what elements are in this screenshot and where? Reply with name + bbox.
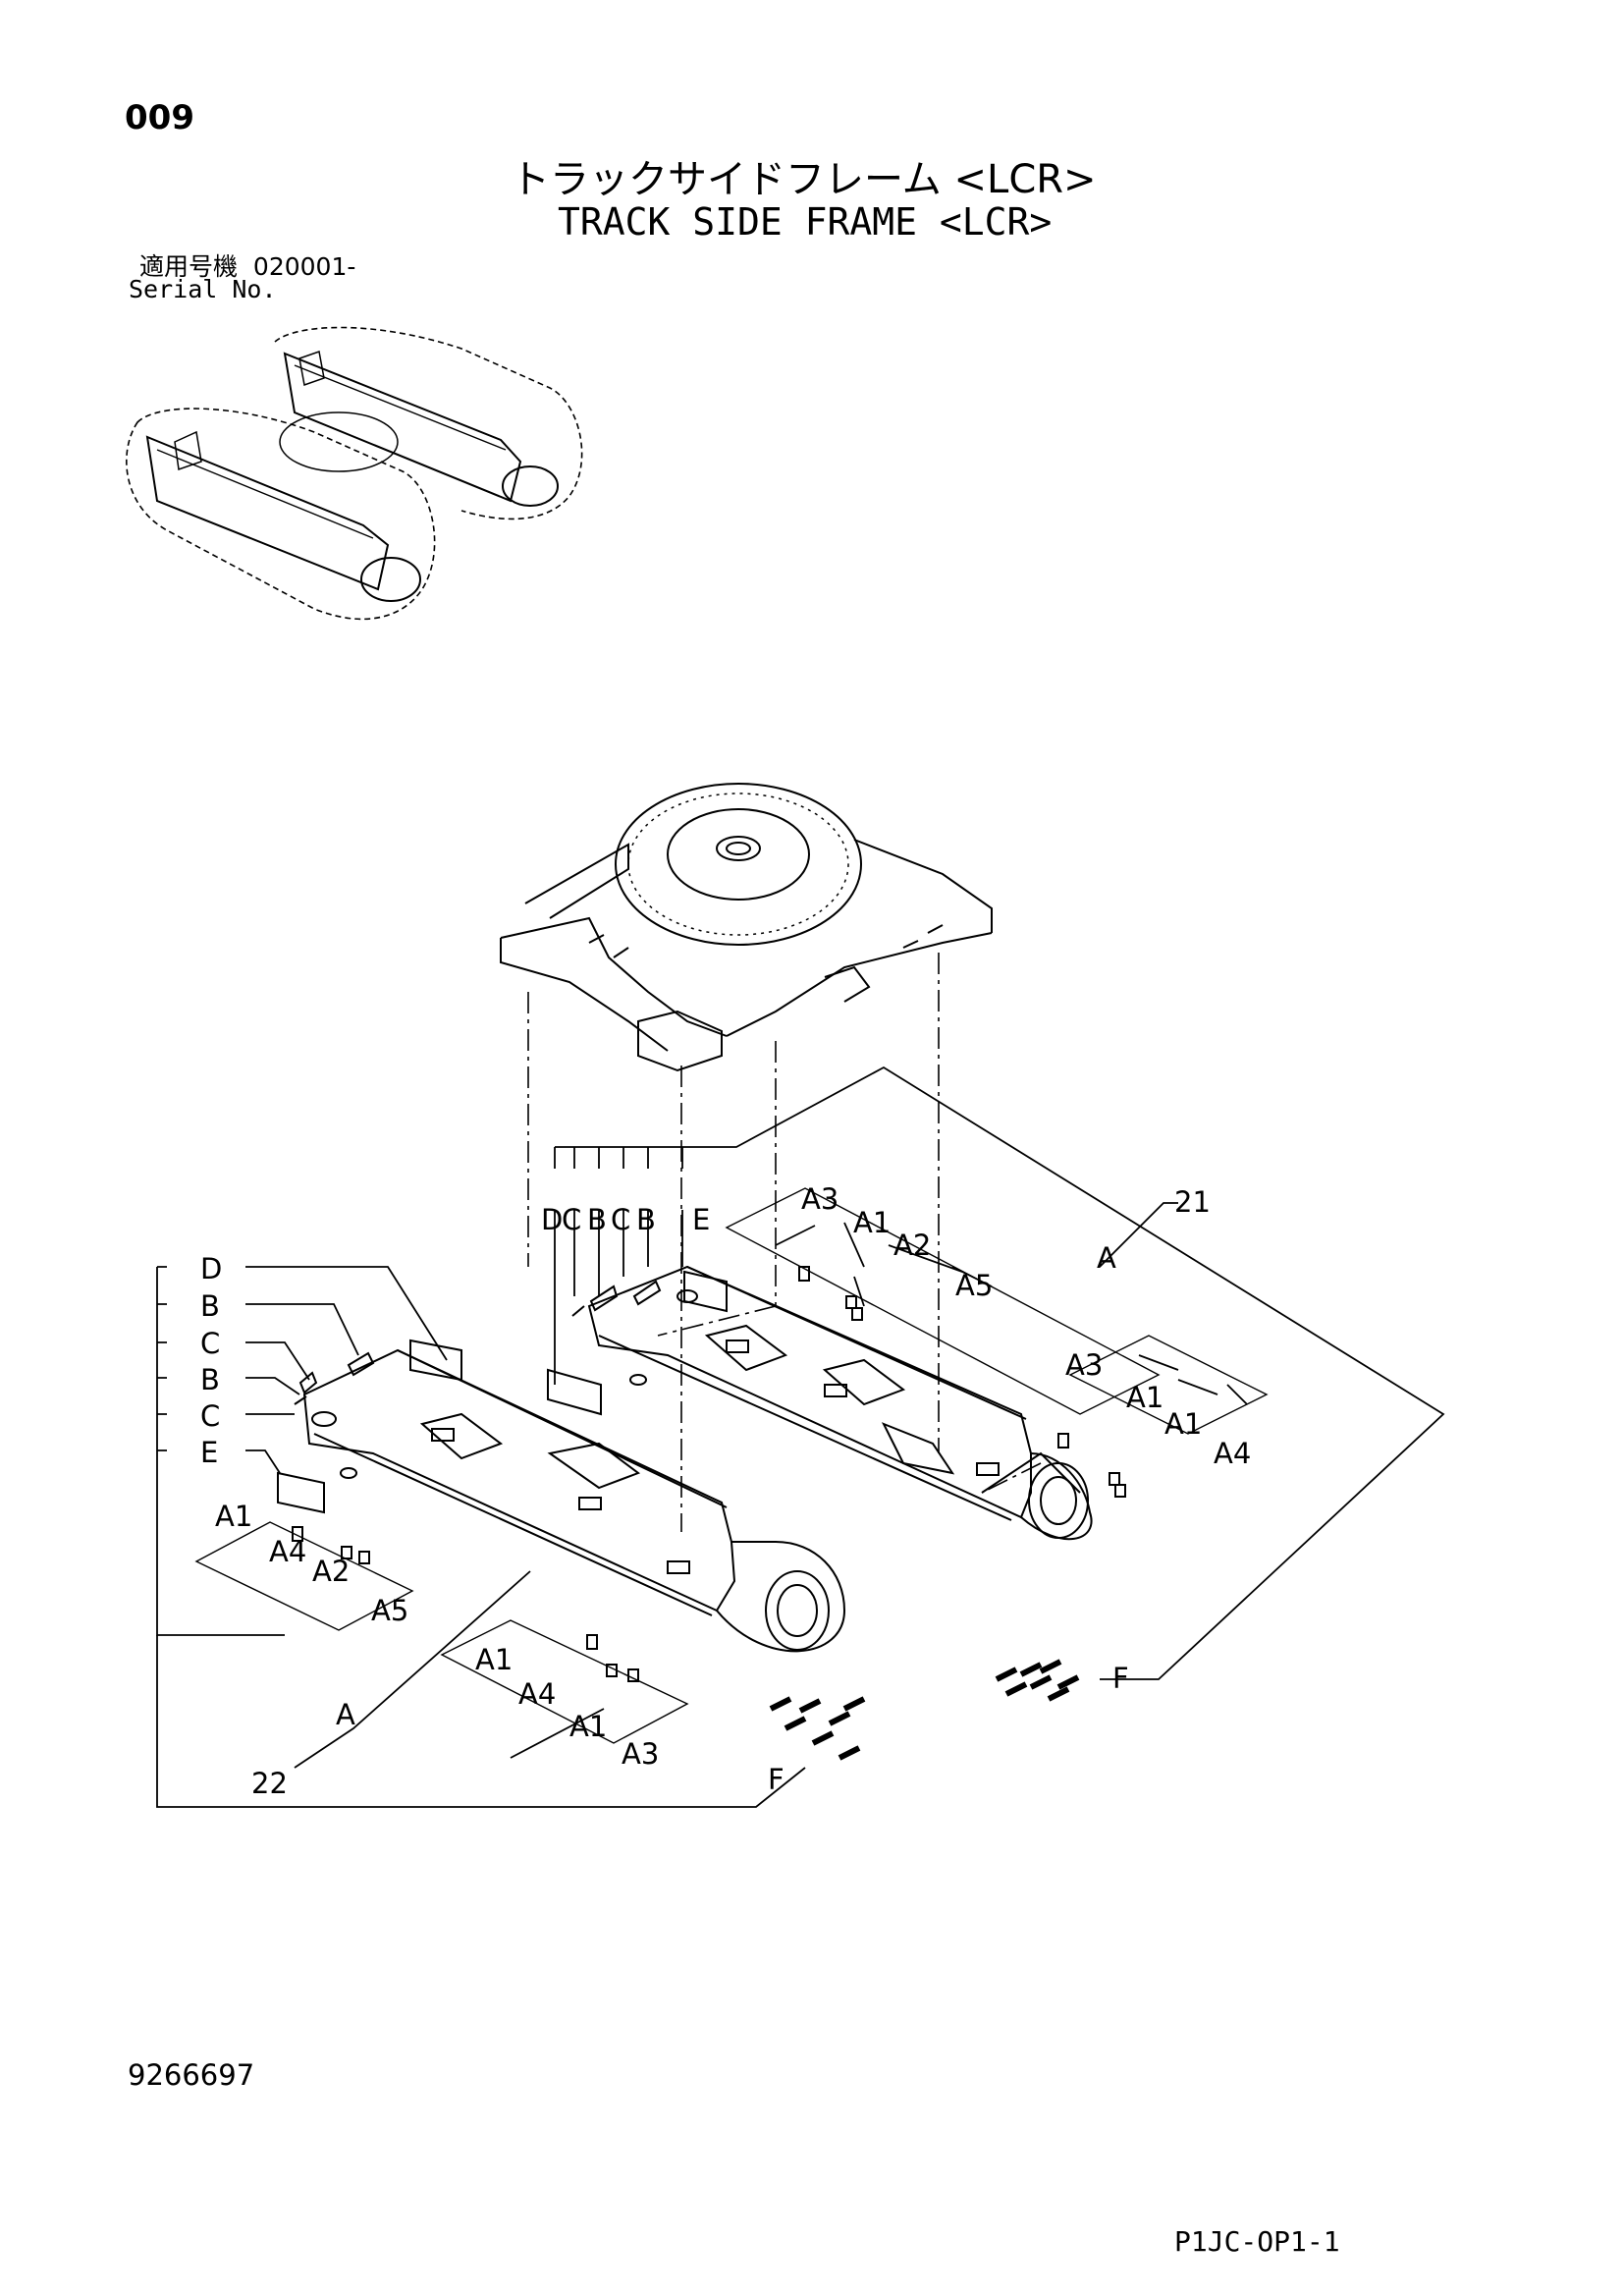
callout-right-a4-mid: A4 <box>1214 1437 1251 1470</box>
callout-left-b2: B <box>200 1363 220 1396</box>
callout-top-c1: C <box>562 1203 581 1236</box>
callout-right-a1-mid2: A1 <box>1164 1407 1202 1441</box>
callout-right-a1-mid1: A1 <box>1126 1381 1163 1414</box>
callout-right-a3-top: A3 <box>801 1182 839 1216</box>
callout-left-b1: B <box>200 1289 220 1323</box>
callout-top-e: E <box>692 1203 710 1236</box>
callout-right-a2-top: A2 <box>893 1229 931 1262</box>
sheet-code: P1JC-OP1-1 <box>1174 2225 1340 2258</box>
callout-right-a1-top: A1 <box>853 1206 891 1239</box>
callout-left-e: E <box>200 1436 218 1469</box>
callout-right-a-top: A <box>1097 1241 1116 1275</box>
serial-label-english: Serial No. <box>129 275 277 303</box>
swing-frame-drawing <box>500 783 993 1072</box>
callout-top-d: D <box>541 1203 563 1236</box>
page-number: 009 <box>125 98 194 137</box>
serial-label-japanese: 適用号機 <box>139 252 239 281</box>
callout-right-a5-top: A5 <box>955 1269 993 1302</box>
callout-part-22: 22 <box>251 1767 288 1800</box>
callout-right-f: F <box>1112 1662 1129 1695</box>
callout-left-f: F <box>768 1763 784 1796</box>
callout-top-b2: B <box>636 1203 656 1236</box>
callout-left-c1: C <box>200 1327 220 1360</box>
right-track-side-frame <box>547 1265 1126 1702</box>
serial-number-value: 020001- <box>252 252 356 281</box>
callout-left-a1-bottom1: A1 <box>475 1643 513 1676</box>
callout-left-a5: A5 <box>371 1594 408 1627</box>
left-track-side-frame <box>277 1339 866 1761</box>
callout-left-a1-bottom2: A1 <box>569 1710 607 1743</box>
callout-labels: D C B C B E D B C B C E 21 22 A3 A1 A2 A… <box>200 1182 1251 1800</box>
callout-part-21: 21 <box>1174 1185 1211 1219</box>
callout-leaders <box>156 1066 1445 1808</box>
callout-left-a4-bottom: A4 <box>518 1677 556 1711</box>
callout-top-c2: C <box>611 1203 630 1236</box>
overview-thumbnail <box>126 326 583 621</box>
page-title-english: TRACK SIDE FRAME <LCR> <box>558 200 1053 244</box>
callout-left-a1: A1 <box>215 1500 252 1533</box>
page-title-japanese: トラックサイドフレーム <LCR> <box>511 157 1097 202</box>
drawing-number: 9266697 <box>128 2058 255 2092</box>
callout-left-a3-bottom: A3 <box>622 1737 659 1771</box>
serial-applicability: 適用号機 020001- <box>139 247 355 283</box>
callout-left-a-bottom: A <box>336 1698 355 1731</box>
alignment-lines <box>527 953 1042 1532</box>
callout-top-b1: B <box>587 1203 607 1236</box>
callout-left-a2: A2 <box>312 1555 350 1588</box>
callout-left-c2: C <box>200 1399 220 1433</box>
callout-left-a4: A4 <box>269 1535 306 1568</box>
callout-right-a3-mid: A3 <box>1065 1348 1103 1382</box>
callout-left-d: D <box>200 1252 222 1285</box>
